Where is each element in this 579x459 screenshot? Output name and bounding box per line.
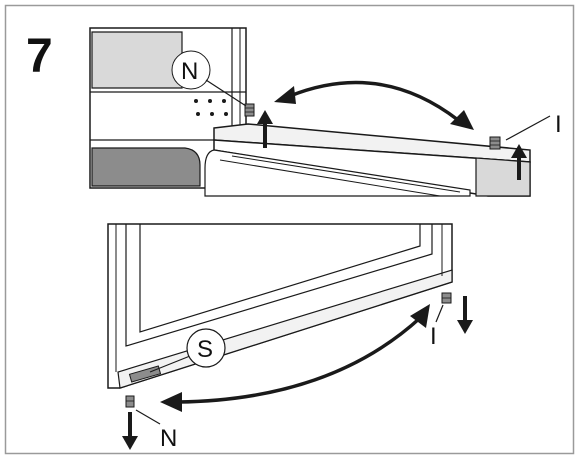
callout-i-top: I <box>505 111 562 141</box>
label-n-top: N <box>181 58 198 85</box>
arrow-up-left <box>257 110 273 148</box>
hinge-pin-bottom-n <box>125 395 135 408</box>
label-n-bottom: N <box>160 425 177 452</box>
callout-s: S <box>149 328 226 373</box>
swap-arrow-bottom <box>160 304 430 412</box>
hinge-pin-bottom-i <box>441 292 452 304</box>
label-i-top: I <box>555 111 562 138</box>
arrow-down-left <box>122 412 138 450</box>
swap-arrow-top <box>274 80 474 130</box>
top-illustration: N I <box>89 27 562 197</box>
callout-n-bottom: N <box>135 409 177 452</box>
hinge-pin-top-i <box>489 136 501 150</box>
bottom-illustration: S I N <box>107 223 473 452</box>
hinge-pin-top-n <box>244 103 255 117</box>
door-top-view <box>204 123 531 197</box>
arrow-down-right <box>457 296 473 334</box>
callout-n-top: N <box>171 50 247 107</box>
arrow-up-right <box>511 144 527 180</box>
callout-i-bottom: I <box>430 304 444 350</box>
cabinet-body <box>89 27 247 189</box>
label-i-bottom: I <box>430 323 437 350</box>
step-number: 7 <box>26 30 53 83</box>
label-s: S <box>197 336 213 363</box>
